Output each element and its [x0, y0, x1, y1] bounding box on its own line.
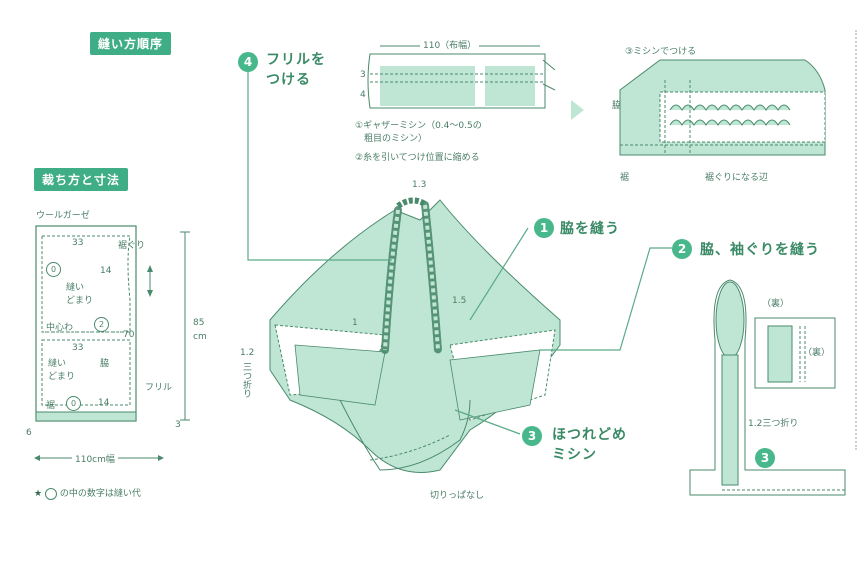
vest-main — [269, 197, 561, 473]
step4-label: フリルを つける — [266, 52, 326, 88]
dim-1-3: 1.3 — [412, 180, 427, 190]
dim-14-top: 14 — [100, 266, 112, 276]
seam-num-2: 2 — [94, 317, 109, 332]
dim-33-top: 33 — [72, 238, 84, 248]
hem-label-2: 裾 — [46, 401, 56, 411]
dim-3: 3 — [175, 420, 181, 430]
cut-edge: 切りっぱなし — [430, 491, 485, 501]
hem-edge-label: 裾ぐりになる辺 — [705, 173, 769, 183]
step1-badge: 1 — [534, 218, 554, 238]
seam-stop-2: 縫い どまり — [48, 359, 76, 382]
seam-allowance-note: ★ の中の数字は縫い代 — [34, 486, 141, 500]
frill-dim-4: 4 — [360, 90, 366, 100]
step3-badge: 3 — [522, 426, 542, 446]
step2-badge: 2 — [672, 239, 692, 259]
dim-1-5: 1.5 — [452, 296, 467, 306]
fabric-name: ウールガーゼ — [36, 211, 90, 221]
dim-1-2: 1.2 — [240, 348, 255, 358]
dim-33-mid: 33 — [72, 343, 84, 353]
dim-85: 85 — [193, 318, 205, 328]
triple-fold: 三つ折り — [241, 362, 251, 398]
side-triple-fold: 1.2三つ折り — [748, 419, 799, 429]
side-label: 脇 — [100, 359, 110, 369]
hem-label: 裾ぐり — [118, 241, 146, 251]
dim-1: 1 — [352, 318, 358, 328]
seam-stop-1: 縫い どまり — [66, 283, 94, 306]
star-icon: ★ — [34, 489, 43, 499]
back-label-1: （裏） — [762, 299, 790, 309]
fabric-width: 110cm幅 — [72, 452, 118, 465]
side-step3-badge: 3 — [755, 448, 775, 468]
note-text: の中の数字は縫い代 — [59, 489, 141, 499]
leader-lines — [247, 68, 672, 435]
frill-width: 110（布幅） — [420, 38, 480, 51]
page-edge-dots — [853, 30, 857, 450]
machine-label: ③ミシンでつける — [625, 47, 697, 57]
frill-note-1: ①ギャザーミシン（0.4〜0.5の 粗目のミシン） — [355, 121, 482, 144]
attached-frill-detail — [619, 59, 826, 156]
frill-note-2: ②糸を引いてつけ位置に縮める — [355, 153, 480, 163]
back-label-2: （裏） — [803, 348, 831, 358]
side-seam-detail — [689, 279, 846, 496]
center-wa: 中心わ — [46, 323, 74, 333]
circle-icon — [44, 487, 57, 500]
dim-6: 6 — [26, 428, 32, 438]
cutting-layout — [34, 225, 190, 461]
dim-70: 70 — [123, 330, 135, 340]
dim-14-bottom: 14 — [98, 398, 110, 408]
arrow-right — [571, 100, 584, 120]
step2-label: 脇、袖ぐりを縫う — [700, 242, 820, 258]
seam-num-0b: 0 — [66, 396, 81, 411]
side-label-detail: 脇 — [612, 101, 622, 111]
seam-num-0: 0 — [46, 262, 61, 277]
back-label-detail: 裾 — [620, 173, 630, 183]
frill-dim-3: 3 — [360, 70, 366, 80]
frill-label: フリル — [145, 383, 173, 393]
cutting-header: 裁ち方と寸法 — [34, 168, 129, 191]
frill-strip-detail — [367, 45, 556, 109]
unit-cm: cm — [193, 332, 207, 342]
step1-label: 脇を縫う — [560, 221, 620, 237]
step4-badge: 4 — [238, 52, 258, 72]
step3-label: ほつれどめ ミシン — [552, 427, 627, 463]
sewing-order-header: 縫い方順序 — [90, 32, 172, 55]
